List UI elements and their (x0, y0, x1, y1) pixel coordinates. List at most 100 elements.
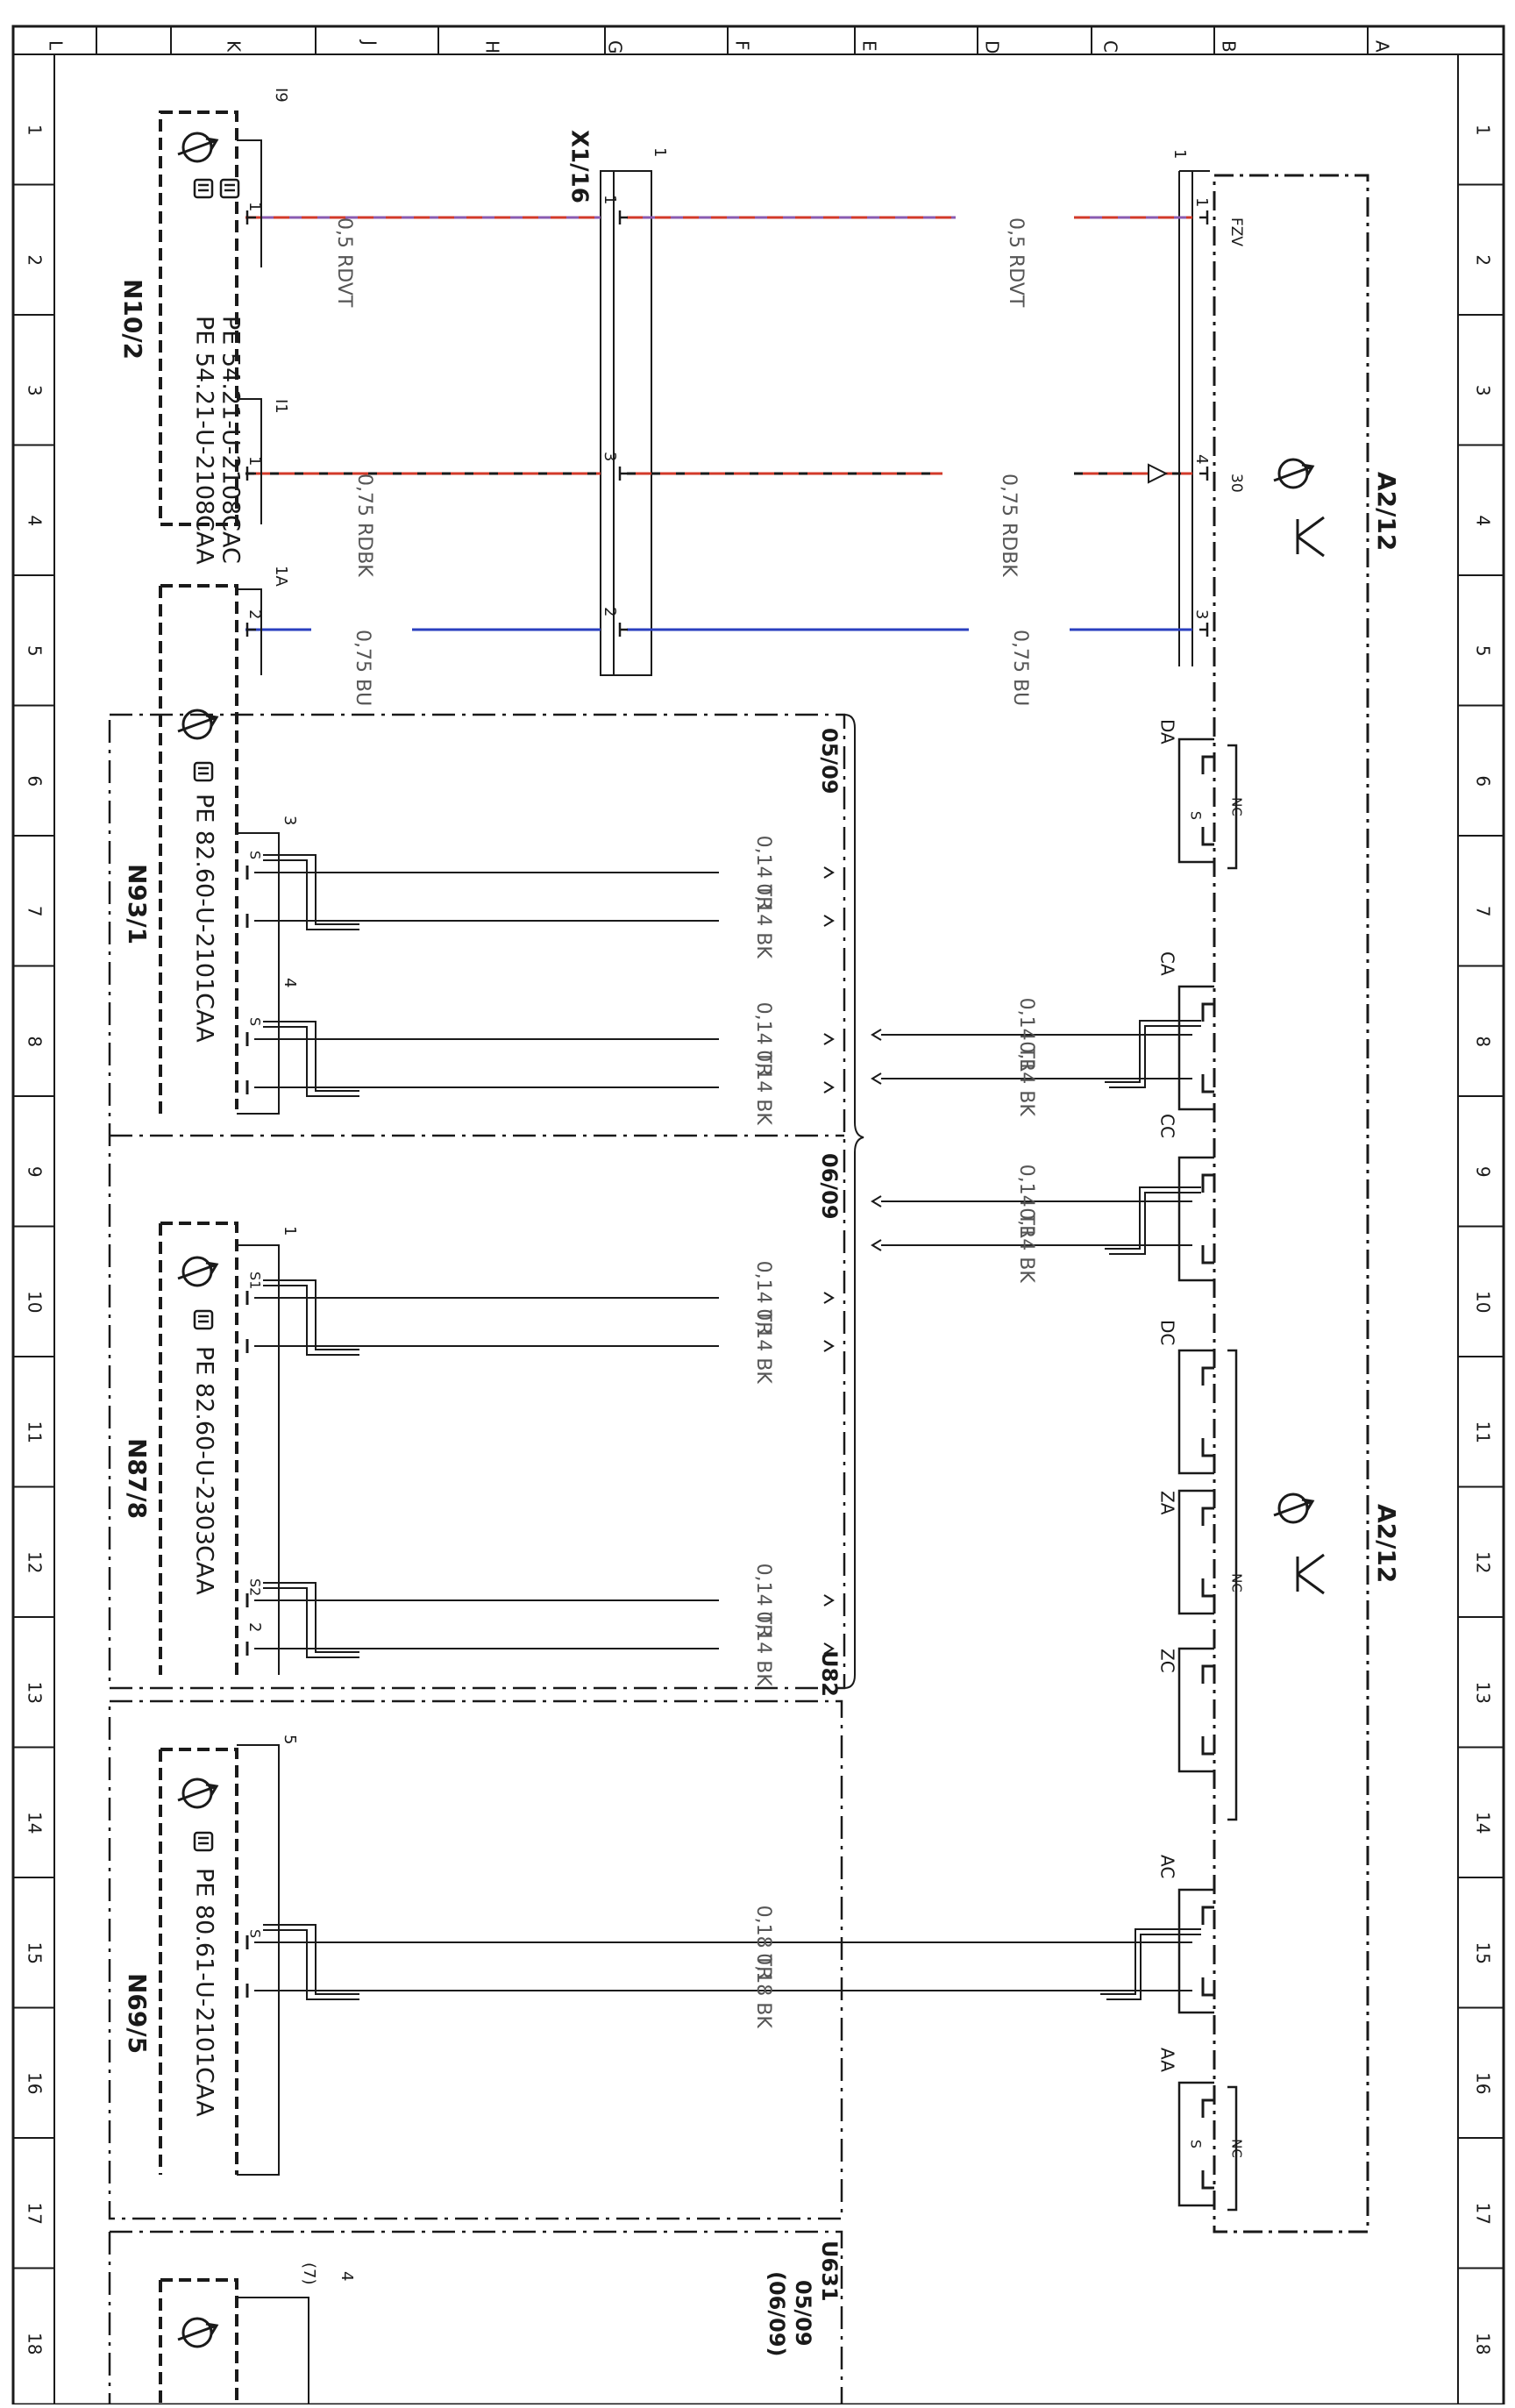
connector-pin: 4 (1192, 454, 1211, 464)
row-number-right: 12 (1473, 1551, 1494, 1573)
connector-pin: 3 (1192, 609, 1211, 619)
row-number-right: 5 (1473, 645, 1494, 657)
multimeter-icon (177, 2317, 219, 2348)
row-ticks (13, 183, 1504, 2269)
row-number-right: 17 (1473, 2203, 1494, 2225)
connector-pin: 2 (601, 607, 619, 616)
module-rail (237, 1744, 280, 2176)
row-number-right: 18 (1473, 2333, 1494, 2355)
cross-reference: 05/09 (817, 728, 842, 794)
pin-number: 1 (245, 202, 264, 211)
socket-cc (1177, 1156, 1214, 1282)
a2-shield (1105, 1020, 1201, 1088)
shield-label: S (1188, 2140, 1205, 2148)
multimeter-icon (177, 132, 219, 163)
row-number-left: 2 (25, 254, 46, 266)
row-number-right: 3 (1473, 385, 1494, 396)
wire-label-rdbk: 0,75 RDBK (353, 474, 375, 577)
pin-group: 4 (281, 978, 299, 987)
row-number-right: 14 (1473, 1812, 1494, 1834)
wire-label-bu: 0,75 BU (352, 630, 373, 706)
wire-label-rdbk: 0,75 RDBK (998, 474, 1020, 577)
hand-probe-icon (193, 1831, 214, 1852)
wire-label-tr014: 0,14 TR (1015, 998, 1037, 1072)
wire-label-bk014: 0,14 BK (752, 1611, 774, 1686)
shield-label: S1 (247, 1272, 264, 1289)
n87-pair-1-shield (263, 1279, 359, 1356)
hand-probe-icon (193, 1309, 214, 1330)
column-letter: J (359, 39, 381, 46)
row-number-right: 6 (1473, 775, 1494, 787)
a2-shield (1105, 1186, 1201, 1255)
socket-label: DA (1157, 719, 1178, 744)
pin-group: 1 (281, 1226, 299, 1236)
shield-label: S (247, 851, 264, 859)
wire-label-tr014: 0,14 TR (752, 1261, 774, 1336)
socket-pin (1201, 1664, 1214, 1756)
shield-label: S2 (247, 1578, 264, 1596)
wire-label-tr014: 0,14 TR (1015, 1165, 1037, 1239)
socket-ca (1177, 985, 1214, 1111)
socket-label: CA (1157, 951, 1178, 976)
column-letter: H (482, 40, 503, 53)
socket-aa (1177, 2081, 1214, 2207)
column-letter: F (732, 40, 753, 51)
row-number-left: 7 (25, 906, 46, 917)
module-rail (237, 398, 262, 524)
hand-probe-icon (193, 761, 214, 782)
wire-label-bk014: 0,14 BK (1015, 1041, 1037, 1116)
socket-pin (1201, 1906, 1214, 1997)
column-letter: B (1219, 40, 1240, 53)
shield-label: S (1188, 811, 1205, 820)
a2-12-sockets (1177, 737, 1238, 2212)
connector-code: (7) (300, 2262, 318, 2285)
socket-pin (1201, 1173, 1214, 1265)
multimeter-icon (177, 1778, 219, 1809)
hand-probe-icon (193, 178, 214, 199)
module-rail (237, 832, 280, 1675)
module-rail (237, 588, 262, 675)
module-rail (237, 2297, 309, 2404)
row-number-left: 18 (25, 2333, 46, 2355)
column-letter: K (224, 40, 245, 53)
module-rail (237, 139, 262, 267)
wire-label-tr014: 0,14 TR (752, 836, 774, 910)
row-number-right: 1 (1473, 125, 1494, 136)
shield-label: S (247, 1929, 264, 1938)
pin-group: 3 (281, 816, 299, 825)
a2-ac-shield (1100, 1928, 1201, 2000)
n69-pair-shield (263, 1924, 359, 2000)
pin-group: 2 (245, 1622, 264, 1632)
socket-ac (1177, 1888, 1214, 2014)
wire-label-bu: 0,75 BU (1009, 630, 1031, 706)
module-label-n93-1: N93/1 (123, 864, 152, 944)
row-number-left: 16 (25, 2072, 46, 2094)
wire-label-tr018: 0,18 TR (752, 1906, 774, 1980)
socket-za (1177, 1489, 1214, 1615)
row-number-right: 9 (1473, 1166, 1494, 1178)
wire-end-tick (823, 1594, 835, 1607)
pin-group: 5 (281, 1735, 299, 1744)
row-number-left: 3 (25, 385, 46, 396)
shield-label: S (247, 1017, 264, 1026)
part-number: PE 82.60-U-2101CAA (191, 794, 218, 1043)
socket-da (1177, 737, 1214, 864)
row-number-left: 14 (25, 1812, 46, 1834)
row-number-right: 4 (1473, 515, 1494, 526)
socket-pin (1201, 1507, 1214, 1598)
row-number-left: 6 (25, 775, 46, 787)
part-number: PE 54.21-U-2108CAA (191, 316, 218, 565)
socket-zc (1177, 1647, 1214, 1773)
module-label-n87-8: N87/8 (123, 1438, 152, 1519)
row-number-left: 13 (25, 1682, 46, 1704)
antenna-icon (1296, 1553, 1325, 1595)
wire-end-tick (871, 1029, 882, 1085)
nc-label: NC (1229, 1573, 1245, 1592)
column-letter: E (859, 40, 880, 52)
a2-12-connector-strip (1178, 170, 1210, 666)
multimeter-icon (1273, 1493, 1315, 1524)
wire-end-tick (823, 1292, 835, 1304)
socket-pin (1201, 1366, 1214, 1457)
